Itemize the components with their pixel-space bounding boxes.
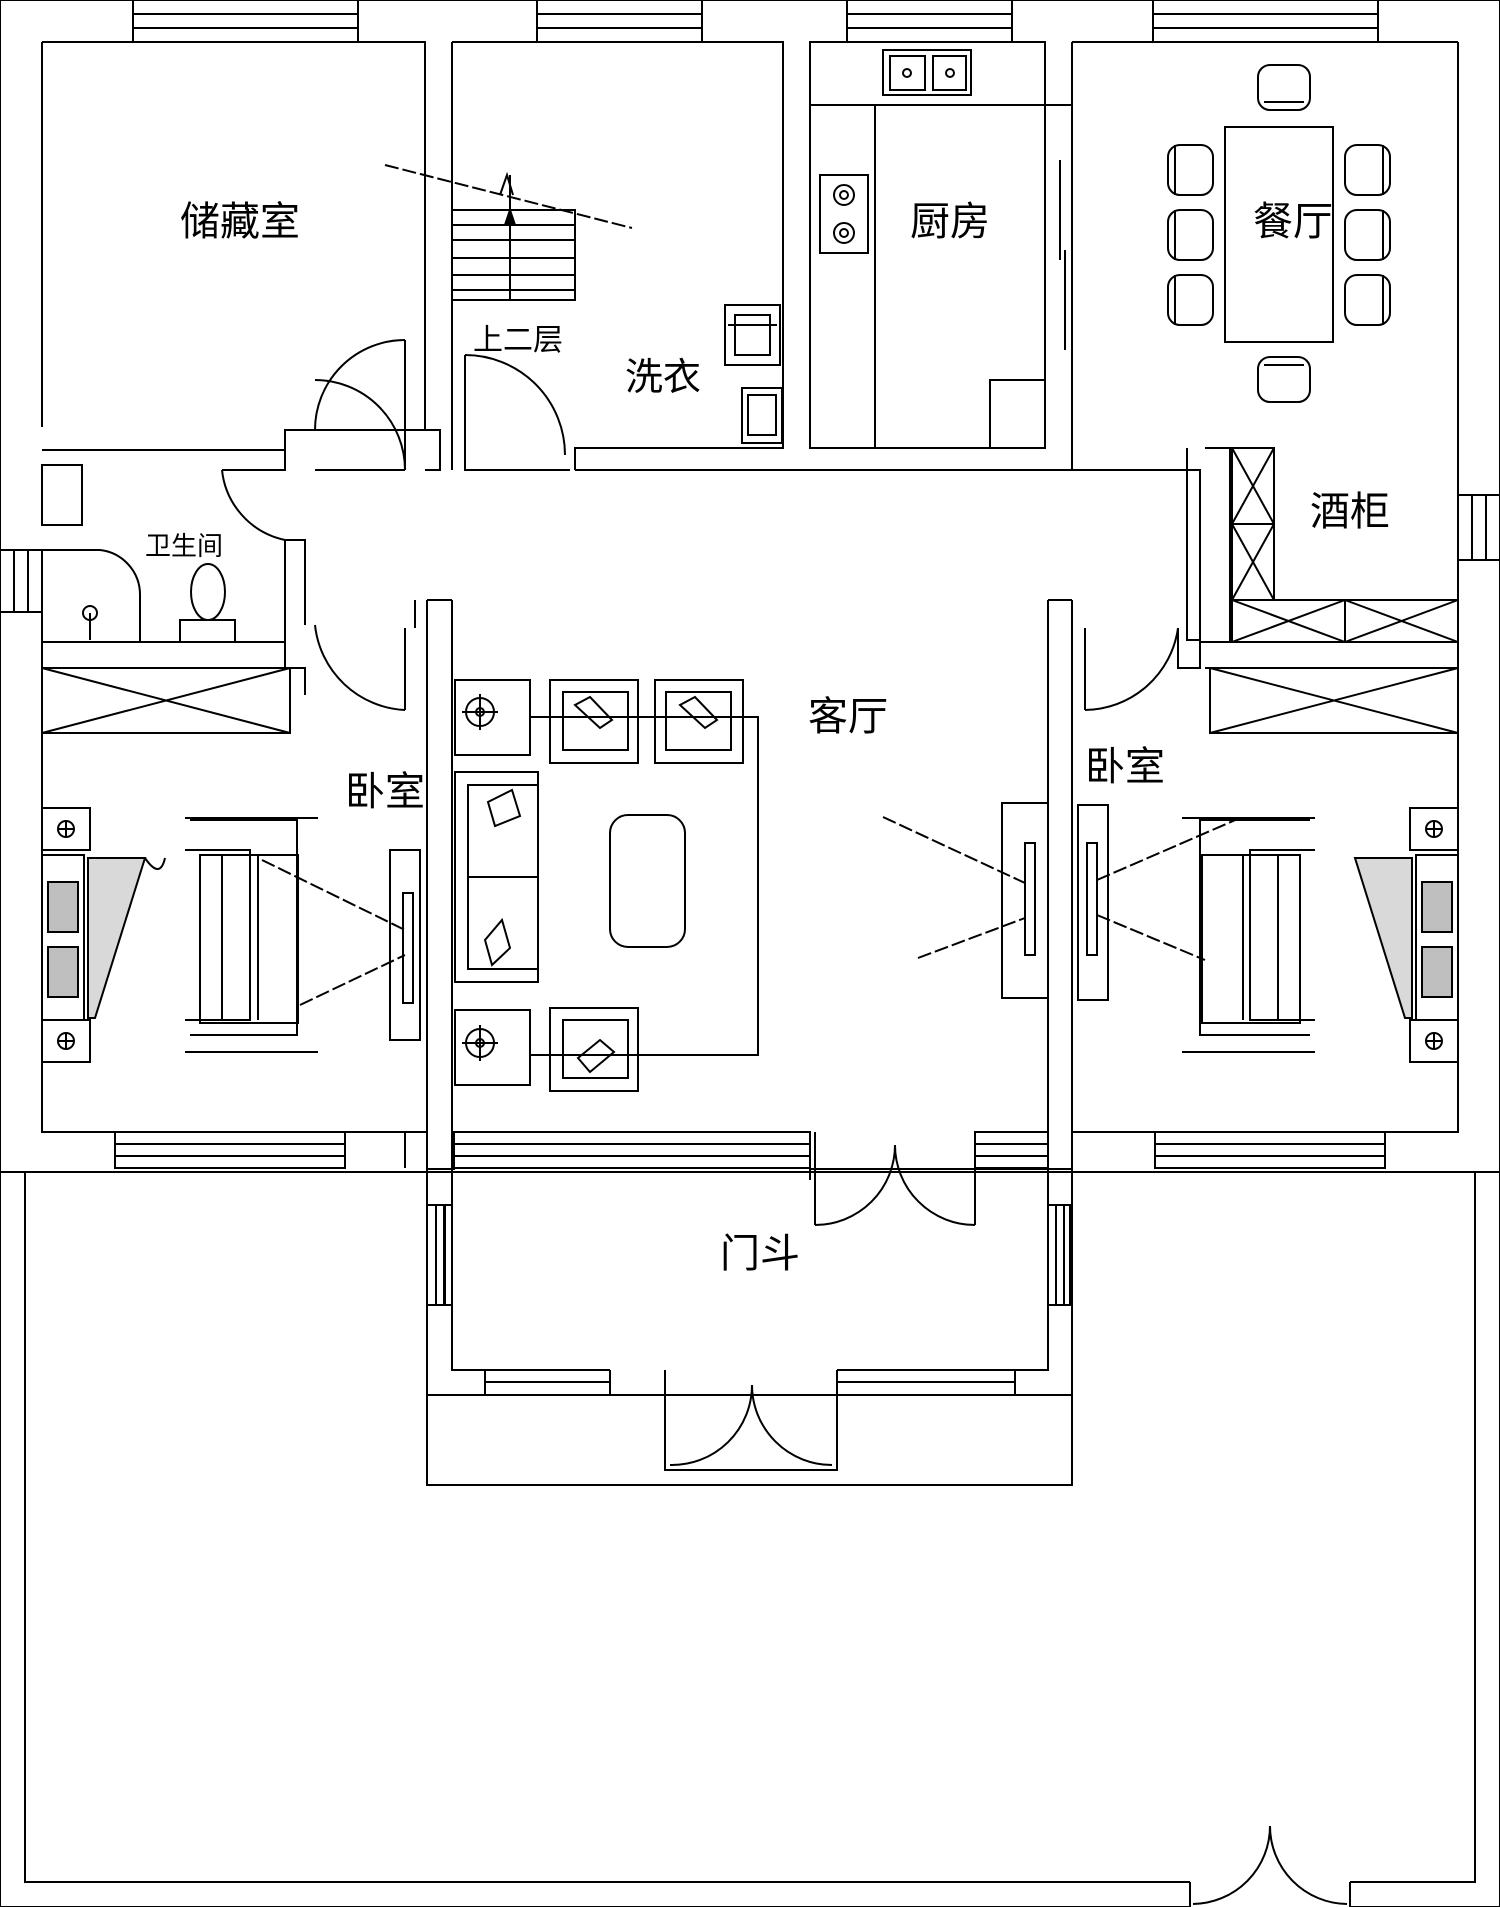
nightstand-left-bottom — [41, 1019, 91, 1063]
door-bathroom[interactable] — [221, 469, 286, 541]
nightstand-left-top — [41, 807, 91, 851]
dining-table — [1224, 126, 1334, 343]
door-storage[interactable] — [314, 339, 406, 471]
label-dining: 餐厅 — [1253, 199, 1333, 245]
window-top-3 — [846, 0, 1013, 43]
label-bedroom-right: 卧室 — [1085, 744, 1165, 790]
tv-living — [882, 802, 1049, 999]
stove-icon — [819, 174, 869, 254]
bedside-rug-left — [41, 854, 85, 1021]
window-bedroom-left — [114, 1131, 346, 1169]
door-laundry[interactable] — [464, 354, 566, 456]
window-top-1 — [132, 0, 359, 43]
washing-machine — [724, 304, 781, 366]
window-left — [0, 549, 43, 613]
laundry-sink — [741, 387, 783, 444]
nightstand-right-top — [1409, 807, 1459, 851]
label-wine-cabinet: 酒柜 — [1310, 489, 1390, 535]
staircase — [384, 164, 633, 301]
wardrobe-left — [41, 667, 291, 734]
yard-outline — [0, 1172, 1500, 1907]
armchair-3 — [549, 1007, 639, 1092]
door-bedroom-right[interactable] — [1084, 627, 1179, 711]
side-table-bottom — [454, 1009, 531, 1086]
label-laundry: 洗衣 — [625, 355, 701, 399]
bathroom-cabinet — [41, 464, 83, 526]
dining-chairs — [1167, 64, 1391, 403]
window-bedroom-right — [1154, 1131, 1386, 1169]
label-bedroom-left: 卧室 — [345, 769, 425, 815]
wardrobe-right — [1209, 667, 1459, 734]
window-vestibule-left — [426, 1204, 453, 1306]
label-bathroom: 卫生间 — [145, 532, 223, 562]
window-vestibule-right — [1047, 1204, 1073, 1306]
window-living-left — [451, 1131, 811, 1169]
tv-left — [261, 849, 421, 1041]
wine-cabinet — [1231, 447, 1459, 643]
toilet-icon — [179, 563, 236, 643]
window-top-4 — [1152, 0, 1379, 43]
kitchen-sink-icon — [882, 49, 972, 96]
door-main[interactable] — [814, 1132, 976, 1226]
window-living-right — [974, 1131, 1049, 1169]
label-storage: 储藏室 — [180, 199, 300, 245]
label-kitchen: 厨房 — [910, 199, 990, 245]
shower-icon — [42, 549, 142, 642]
door-vestibule[interactable] — [669, 1384, 833, 1467]
label-stairs: 上二层 — [473, 323, 563, 358]
side-table-top — [454, 679, 531, 756]
nightstand-right-bottom — [1409, 1019, 1459, 1063]
bed-right — [1182, 817, 1413, 1053]
label-vestibule: 门斗 — [720, 1231, 800, 1277]
tv-right — [1077, 804, 1241, 1001]
door-yard[interactable] — [1192, 1825, 1348, 1905]
window-right — [1457, 494, 1500, 561]
armchair-2 — [654, 679, 744, 764]
bed-left — [87, 817, 318, 1053]
door-kitchen-sliding[interactable] — [1059, 160, 1066, 350]
armchair-1 — [549, 679, 639, 764]
window-top-2 — [536, 0, 703, 43]
kitchen-counter — [810, 104, 1046, 449]
door-bedroom-left[interactable] — [314, 624, 406, 711]
living-rug — [530, 716, 759, 1056]
bedside-rug-right — [1415, 854, 1459, 1021]
coffee-table — [609, 814, 686, 948]
label-living-room: 客厅 — [808, 694, 888, 740]
sofa — [454, 771, 539, 983]
